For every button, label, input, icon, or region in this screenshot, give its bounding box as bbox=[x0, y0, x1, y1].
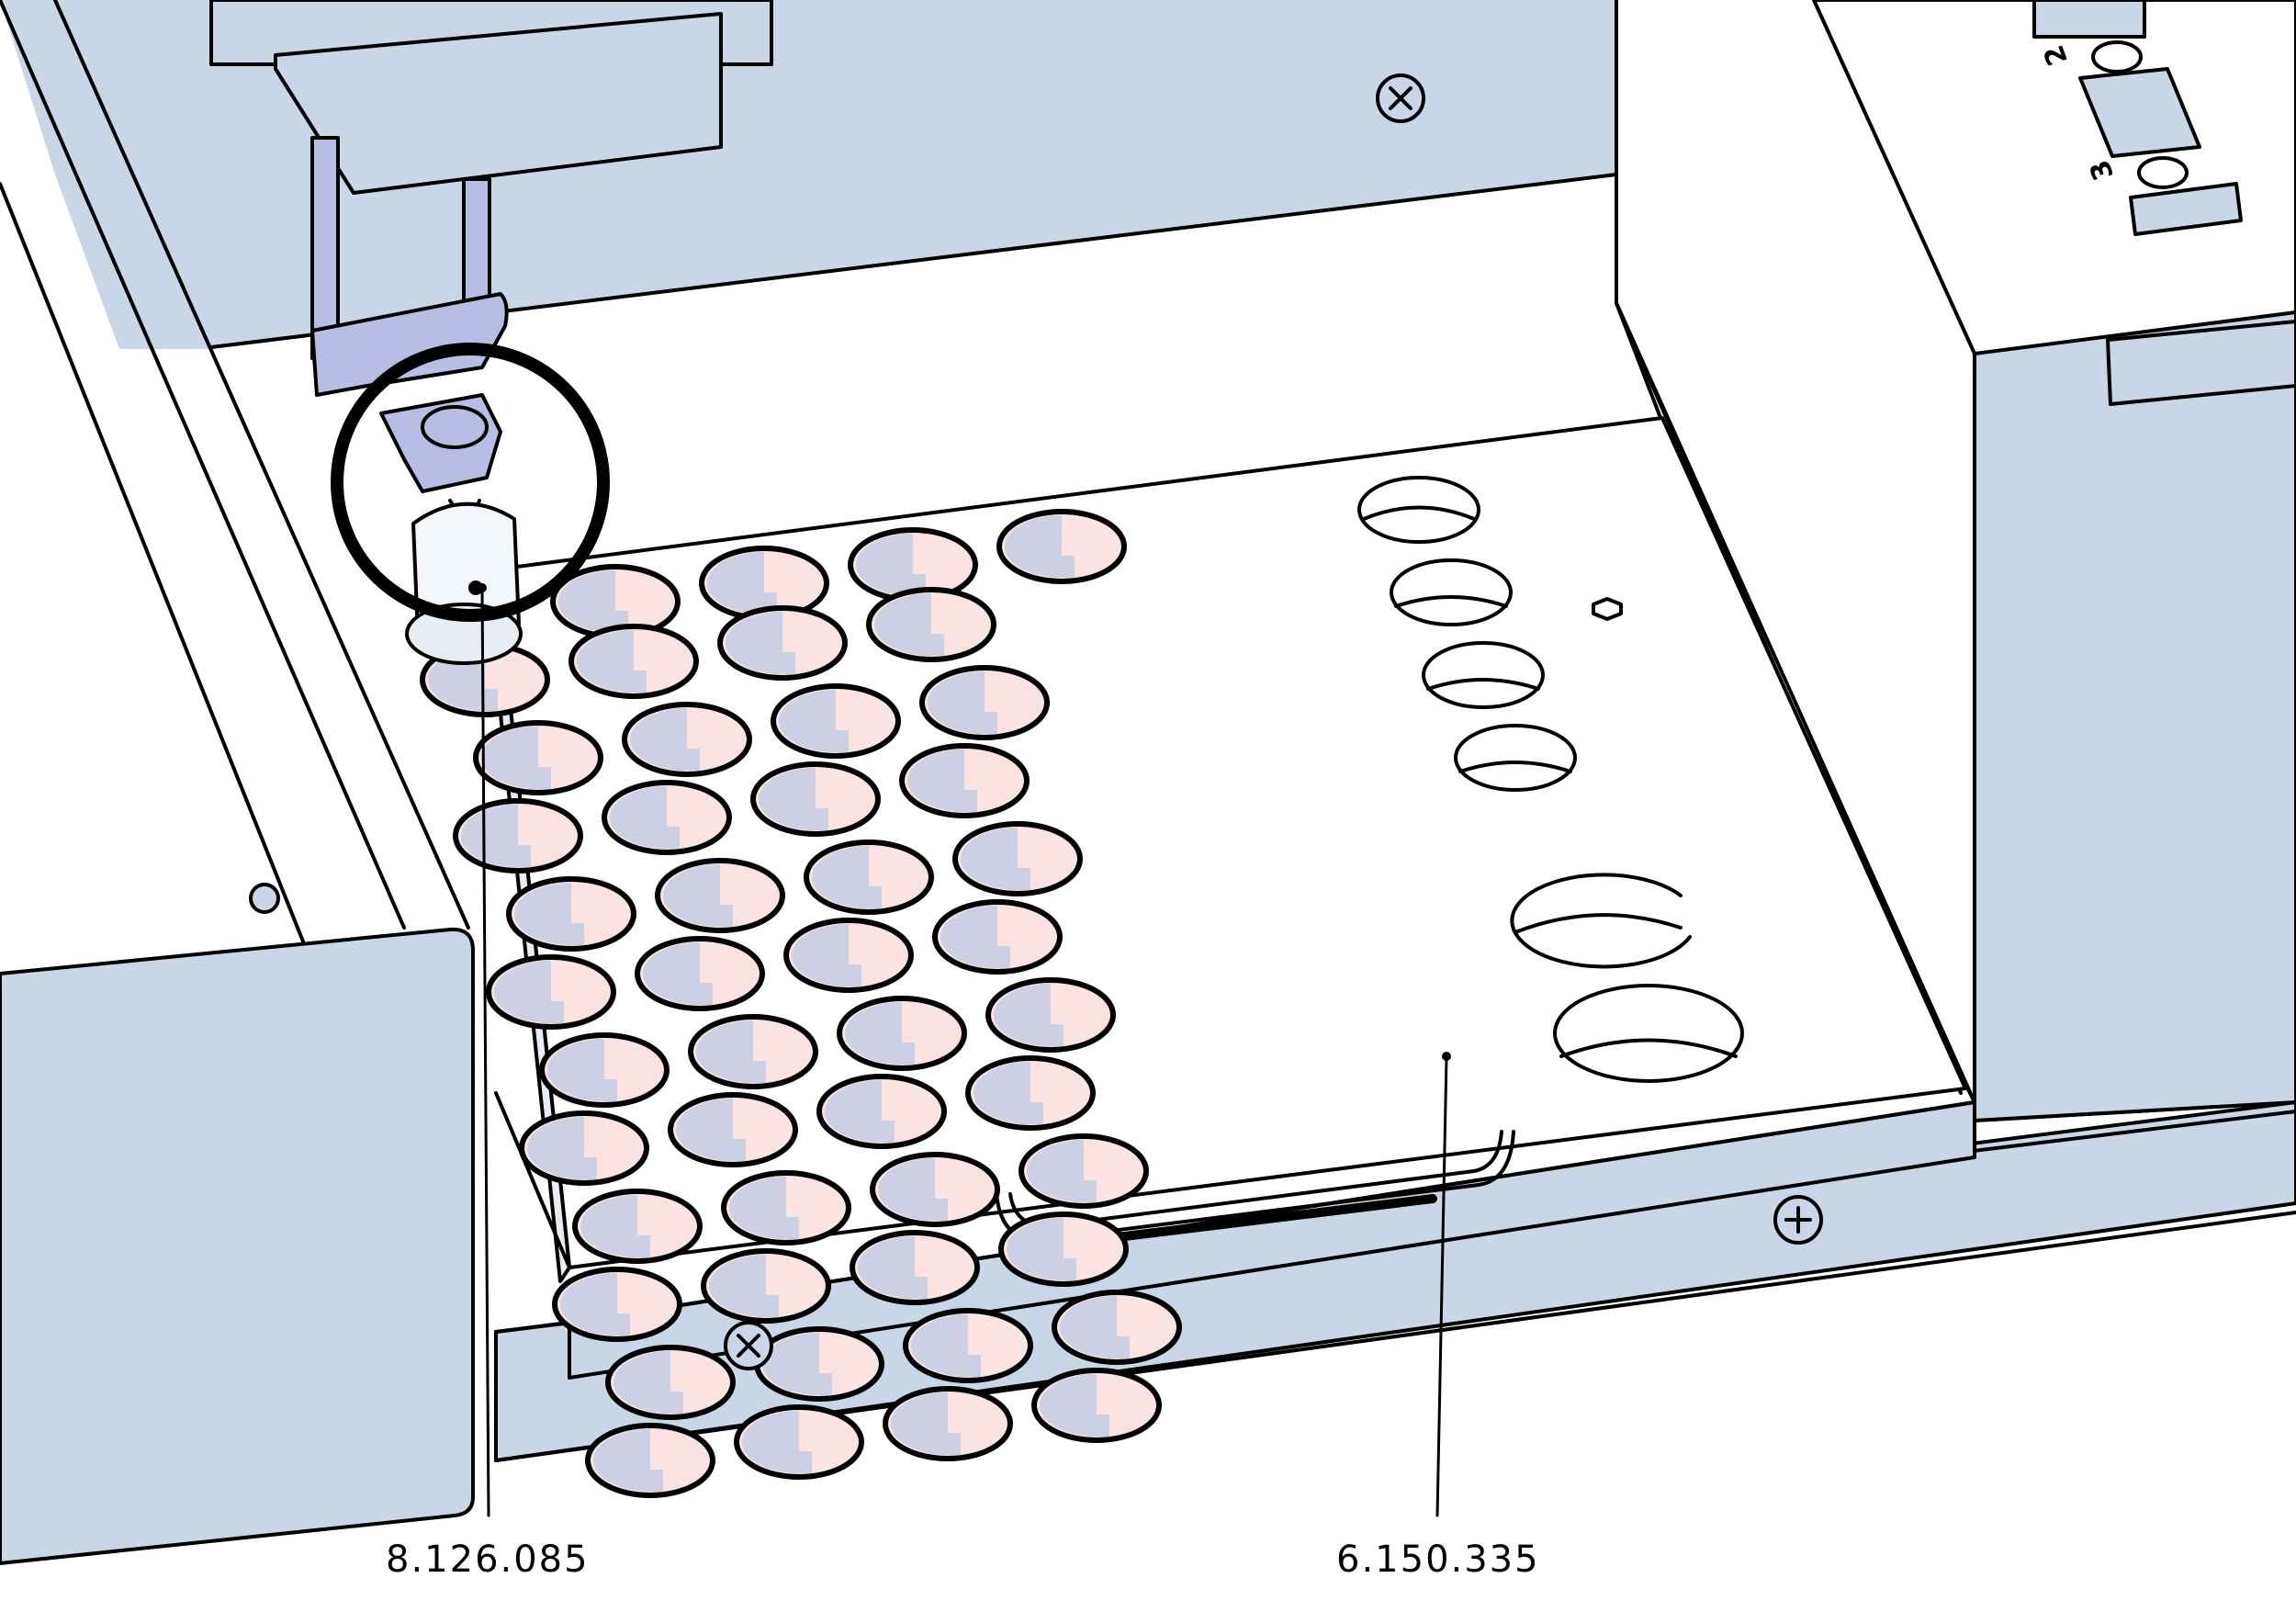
vial-position bbox=[1031, 1368, 1162, 1443]
vial-position bbox=[721, 1170, 851, 1245]
needle-assembly bbox=[209, 0, 773, 665]
detail-highlight-circle bbox=[331, 343, 610, 622]
screws bbox=[249, 73, 1823, 1370]
callout-label-needle: 8.126.085 bbox=[386, 1538, 590, 1581]
vial-position bbox=[655, 858, 785, 933]
vial-position bbox=[602, 780, 732, 855]
vial-position bbox=[506, 876, 636, 952]
vial-position bbox=[850, 1230, 980, 1305]
vial-position bbox=[486, 954, 616, 1030]
vial-position bbox=[870, 1152, 1000, 1227]
vial-position bbox=[837, 996, 967, 1071]
vial-position bbox=[622, 702, 752, 777]
vial-position bbox=[585, 1423, 715, 1498]
callout-leaders bbox=[478, 583, 1451, 1517]
screw-front-left bbox=[724, 1321, 773, 1370]
vial-position bbox=[1052, 1290, 1182, 1365]
vial-position bbox=[717, 605, 848, 681]
left-rails bbox=[0, 0, 470, 966]
vial-position bbox=[453, 798, 583, 873]
vial-position bbox=[701, 1248, 831, 1324]
vial-position bbox=[519, 1110, 649, 1186]
vial-position bbox=[668, 1092, 798, 1167]
vial-position bbox=[848, 527, 978, 603]
vial-position bbox=[866, 587, 996, 662]
vial-position bbox=[568, 624, 699, 699]
vial-position bbox=[932, 899, 1063, 975]
vial-position bbox=[771, 683, 901, 759]
vial-position bbox=[952, 821, 1083, 896]
vial-position bbox=[635, 936, 765, 1011]
vial-position bbox=[804, 840, 934, 915]
vial-position bbox=[734, 1404, 864, 1480]
vial-position bbox=[996, 509, 1127, 584]
vial-position bbox=[965, 1055, 1096, 1131]
vial-position bbox=[783, 918, 914, 993]
vial-position bbox=[919, 665, 1050, 740]
vial-position bbox=[899, 743, 1030, 818]
vial-position bbox=[985, 977, 1116, 1053]
vial-position bbox=[903, 1308, 1033, 1383]
tower-module: 2 3 bbox=[1812, 0, 2296, 1122]
vial-position bbox=[473, 720, 603, 795]
vial-position bbox=[754, 1326, 884, 1402]
vial-position bbox=[1019, 1133, 1149, 1209]
vial-position bbox=[572, 1189, 703, 1264]
vial-rack bbox=[420, 509, 1182, 1498]
vial-position bbox=[750, 761, 881, 837]
vial-position bbox=[816, 1074, 947, 1149]
callout-label-tray: 6.150.335 bbox=[1336, 1538, 1540, 1581]
vial-position bbox=[605, 1345, 736, 1420]
vial-position bbox=[550, 564, 681, 639]
vial-position bbox=[688, 1014, 818, 1089]
screw-left bbox=[249, 883, 280, 914]
vial-position bbox=[539, 1032, 670, 1108]
vial-position bbox=[883, 1386, 1013, 1461]
screw-front-right bbox=[1773, 1195, 1823, 1245]
front-left-cover bbox=[0, 927, 475, 1565]
rinse-positions bbox=[1357, 476, 1744, 1083]
vial-position bbox=[552, 1267, 682, 1342]
screw-rear bbox=[1376, 73, 1425, 123]
vial-position bbox=[998, 1212, 1129, 1287]
